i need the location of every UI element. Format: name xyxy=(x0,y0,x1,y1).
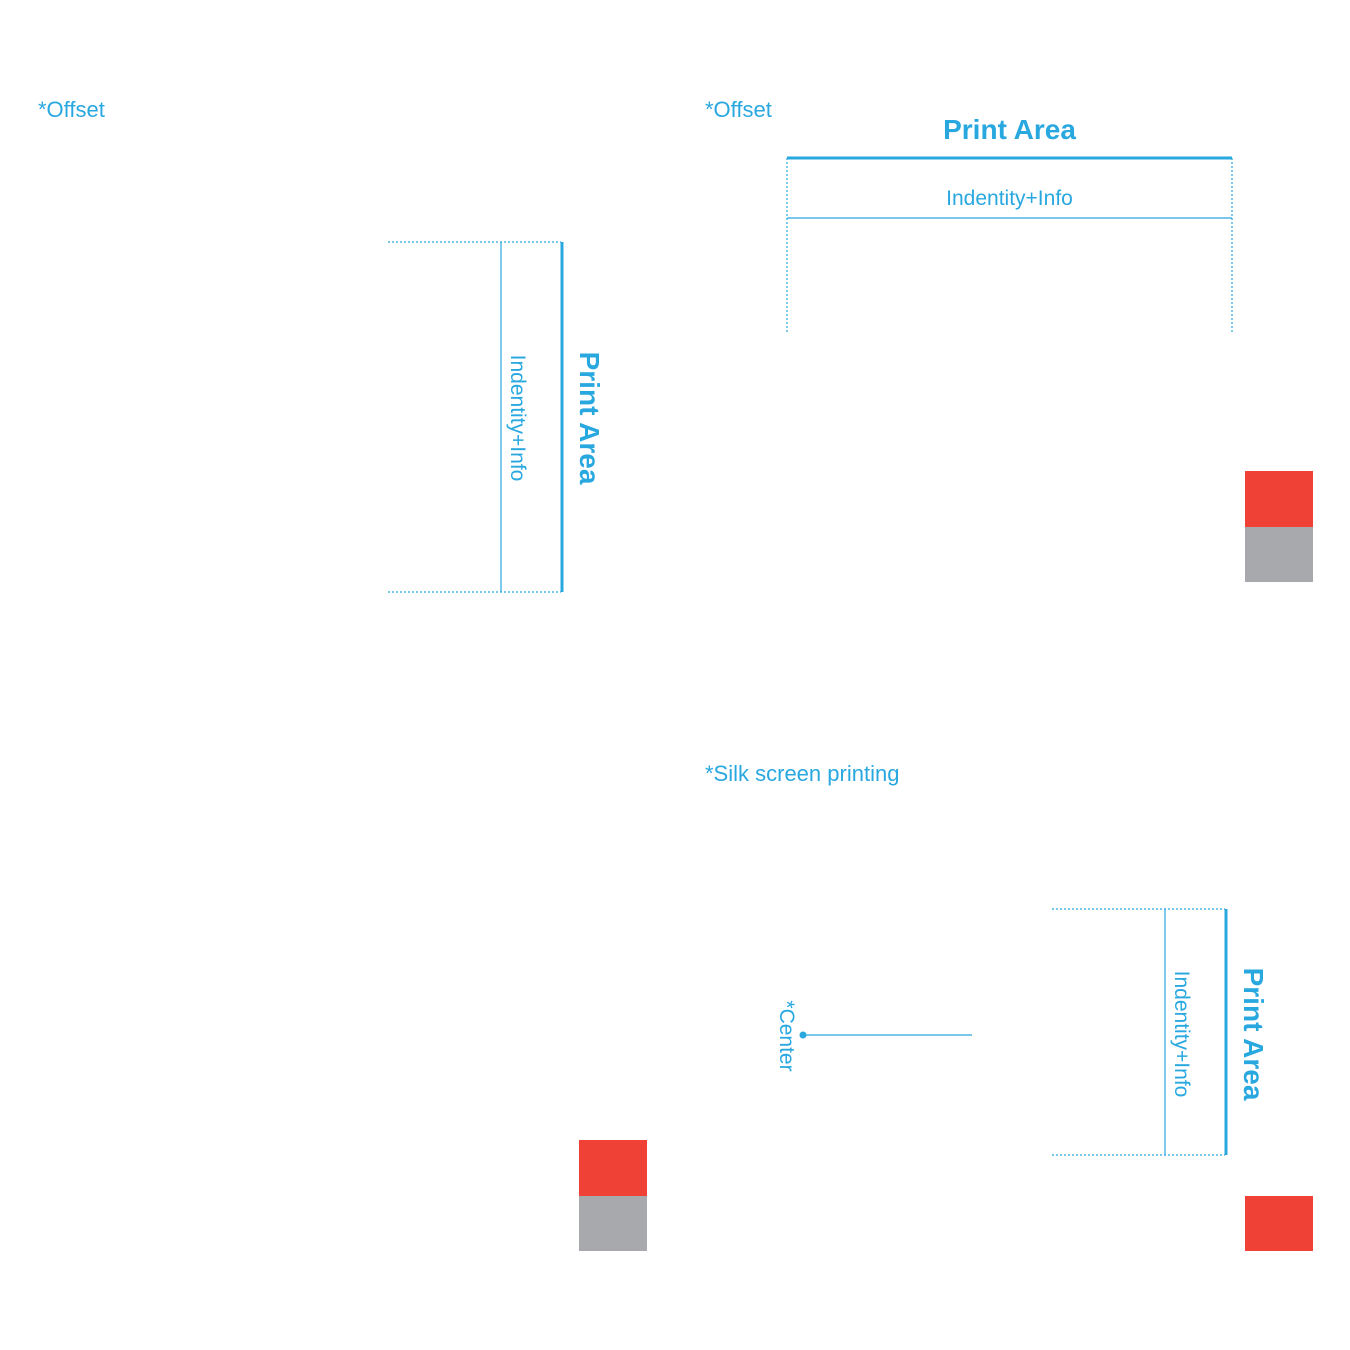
identity-label-bottom-right: Indentity+Info xyxy=(1170,970,1193,1098)
swatch-gray-bottom-left xyxy=(579,1196,647,1251)
identity-label-top-left: Indentity+Info xyxy=(506,354,529,482)
center-point xyxy=(799,1031,807,1039)
method-label-offset-top-left: *Offset xyxy=(38,97,105,122)
swatch-red-bottom-right xyxy=(1245,1196,1313,1251)
swatch-red-top-right xyxy=(1245,471,1313,527)
method-label-offset-top-right: *Offset xyxy=(705,97,772,122)
method-label-silk-screen: *Silk screen printing xyxy=(705,761,900,786)
print-area-label-top-right: Print Area xyxy=(943,114,1076,145)
swatch-gray-top-right xyxy=(1245,527,1313,582)
swatch-red-bottom-left xyxy=(579,1140,647,1196)
print-area-label-top-left: Print Area xyxy=(574,351,605,485)
center-label: *Center xyxy=(775,1000,798,1072)
print-area-label-bottom-right: Print Area xyxy=(1238,967,1269,1101)
identity-label-top-right: Indentity+Info xyxy=(946,187,1073,210)
